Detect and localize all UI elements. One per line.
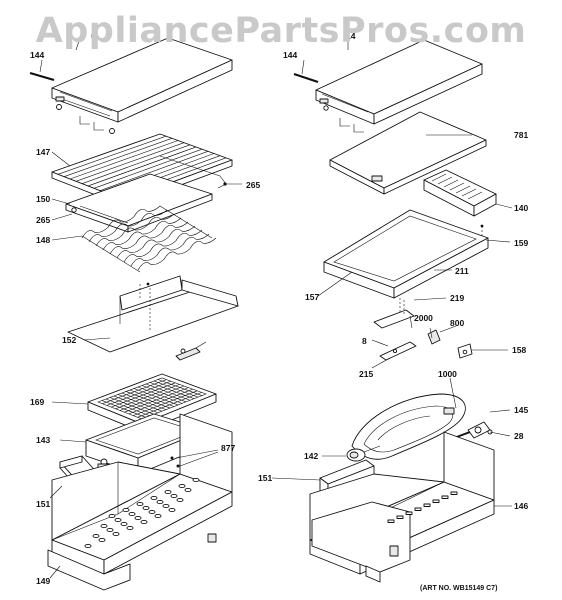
orifice-142 bbox=[346, 445, 381, 462]
label-265-bottom: 265 bbox=[36, 215, 50, 225]
label-265-top: 265 bbox=[246, 180, 260, 190]
label-143: 143 bbox=[36, 435, 50, 445]
watermark-logo: AppliancePartsPros.com bbox=[36, 11, 527, 51]
label-219: 219 bbox=[450, 293, 464, 303]
left-bottom-box-149 bbox=[47, 413, 233, 591]
label-left-top: 6 bbox=[91, 31, 96, 41]
label-151-left: 151 bbox=[36, 499, 50, 509]
label-148: 148 bbox=[36, 235, 50, 245]
label-211: 211 bbox=[455, 266, 469, 276]
leader-lines bbox=[39, 37, 513, 579]
left-rod bbox=[29, 71, 55, 82]
right-bottom-box-146 bbox=[309, 431, 495, 583]
clip-2000 bbox=[427, 329, 441, 345]
label-157: 157 bbox=[305, 292, 319, 302]
label-145: 145 bbox=[514, 405, 528, 415]
label-28: 28 bbox=[514, 431, 524, 441]
right-rod bbox=[293, 72, 319, 84]
right-griddle-cover bbox=[315, 39, 483, 125]
left-cover-screws bbox=[79, 116, 104, 131]
label-142: 142 bbox=[304, 451, 318, 461]
burner-box-152 bbox=[67, 275, 239, 353]
left-grill-cover bbox=[51, 37, 233, 134]
label-146: 146 bbox=[514, 501, 528, 511]
label-140: 140 bbox=[514, 203, 528, 213]
label-215: 215 bbox=[359, 369, 373, 379]
label-159: 159 bbox=[514, 238, 528, 248]
sensor-158 bbox=[457, 343, 473, 359]
label-781: 781 bbox=[514, 130, 528, 140]
bar-215 bbox=[379, 341, 417, 361]
label-152: 152 bbox=[62, 335, 76, 345]
right-cover-screws bbox=[339, 118, 364, 133]
label-151-right: 151 bbox=[258, 473, 272, 483]
label-1000: 1000 bbox=[438, 369, 457, 379]
label-877: 877 bbox=[221, 443, 235, 453]
label-169: 169 bbox=[30, 397, 44, 407]
bracket-219 bbox=[373, 298, 415, 329]
label-800: 800 bbox=[450, 318, 464, 328]
vent-grate-140 bbox=[423, 169, 497, 217]
label-8: 8 bbox=[362, 336, 367, 346]
label-149: 149 bbox=[36, 576, 50, 586]
griddle-cover-781 bbox=[329, 111, 487, 195]
callout-labels: 144 6 144 14 781 147 265 150 265 148 140… bbox=[30, 31, 528, 586]
label-158: 158 bbox=[512, 345, 526, 355]
burner-1000 bbox=[351, 393, 466, 460]
label-150: 150 bbox=[36, 194, 50, 204]
art-number: (ART NO. WB15149 C7) bbox=[420, 585, 497, 592]
label-right-top: 14 bbox=[346, 31, 356, 41]
label-2000: 2000 bbox=[414, 313, 433, 323]
label-144-left: 144 bbox=[30, 50, 44, 60]
heating-grate-148 bbox=[81, 205, 217, 273]
griddle-tray-159 bbox=[323, 209, 489, 299]
switch-connector bbox=[175, 341, 207, 361]
label-144-right: 144 bbox=[283, 50, 297, 60]
label-147: 147 bbox=[36, 147, 50, 157]
